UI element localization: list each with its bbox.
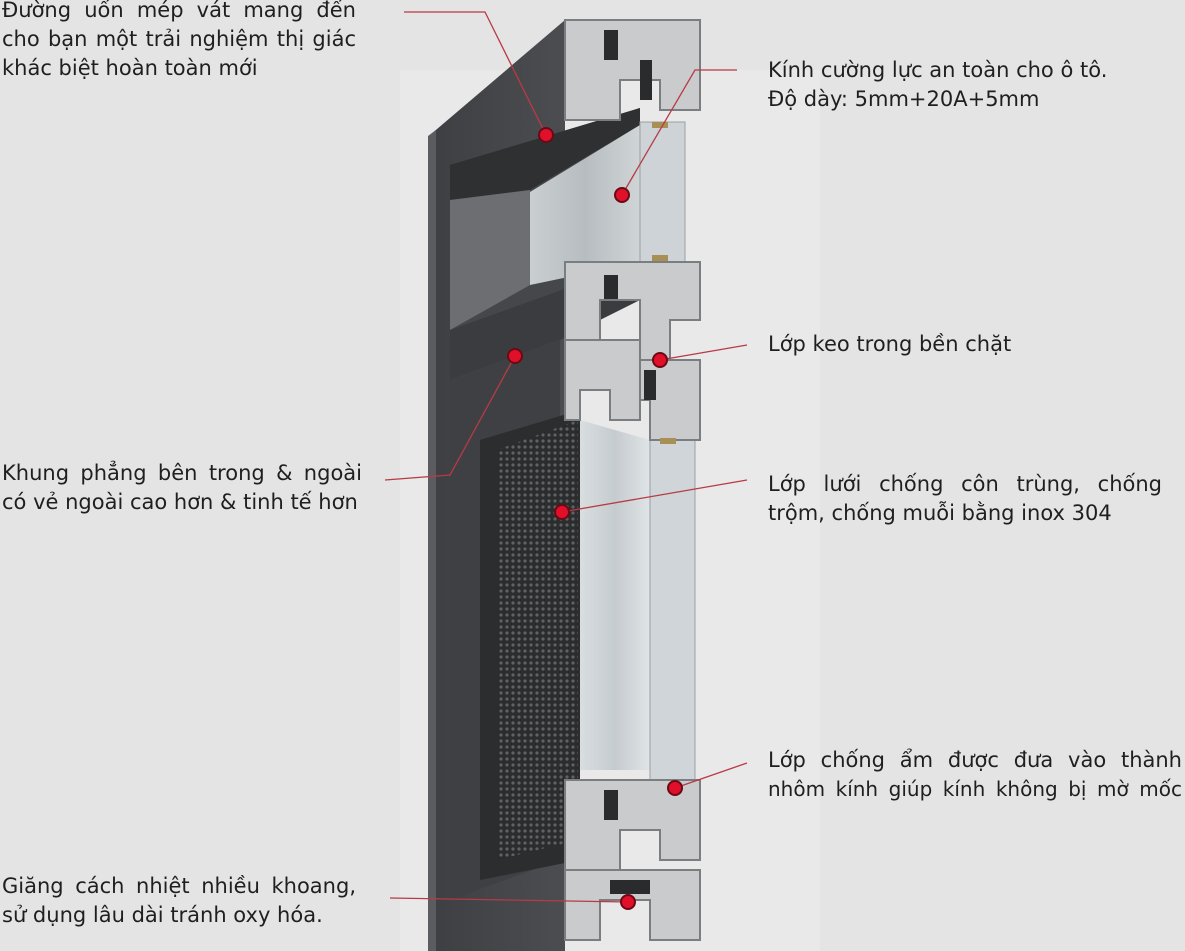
callout-mesh: Lớp lưới chống côn trùng, chống trộm, ch… (768, 470, 1162, 528)
insect-mesh (497, 420, 578, 860)
marker-moisture (667, 780, 683, 796)
callout-sealant-line-1: Lớp keo trong bền chặt (768, 332, 1012, 356)
leader-moisture (674, 762, 748, 789)
callout-edge-line-2: cho bạn một trải nghiệm thị giác (2, 27, 356, 51)
transom-glass (530, 125, 640, 285)
frame-edge (428, 130, 436, 951)
marker-glass (614, 187, 630, 203)
callout-moisture: Lớp chống ẩm được đưa vào thành nhôm kín… (768, 746, 1182, 804)
callout-glass-line-2: Độ dày: 5mm+20A+5mm (768, 87, 1040, 111)
transom-glass-pane (639, 121, 686, 268)
callout-edge-line-1: Đường uốn mép vát mang đến (2, 0, 356, 22)
callout-moisture-line-1: Lớp chống ẩm được đưa vào thành (768, 748, 1182, 772)
leader-sealant (659, 344, 748, 361)
callout-mesh-line-1: Lớp lưới chống côn trùng, chống (768, 472, 1162, 496)
callout-sealant: Lớp keo trong bền chặt (768, 330, 1011, 359)
leader-frame (384, 355, 516, 481)
callout-frame-line-2: có vẻ ngoài cao hơn & tinh tế hơn (2, 490, 358, 514)
callout-edge-line-3: khác biệt hoàn toàn mới (2, 56, 258, 80)
callout-mesh-line-2: trộm, chống muỗi bằng inox 304 (768, 501, 1112, 525)
transom-recess-inner (450, 190, 530, 330)
lower-glass-pane (649, 439, 696, 786)
marker-edge (538, 127, 554, 143)
leader-lines (384, 11, 748, 903)
markers (507, 127, 683, 910)
callout-frame-line-1: Khung phẳng bên trong & ngoài (2, 461, 362, 485)
callout-glass: Kính cường lực an toàn cho ô tô. Độ dày:… (768, 56, 1107, 114)
callout-glass-line-1: Kính cường lực an toàn cho ô tô. (768, 58, 1108, 82)
callout-thermal: Giăng cách nhiệt nhiều khoang, sử dụng l… (2, 872, 356, 930)
marker-sealant (652, 352, 668, 368)
callout-edge: Đường uốn mép vát mang đến cho bạn một t… (2, 0, 356, 83)
leader-edge (404, 11, 547, 136)
callout-thermal-line-1: Giăng cách nhiệt nhiều khoang, (2, 874, 356, 898)
callout-moisture-line-2: nhôm kính giúp kính không bị mờ mốc (768, 777, 1182, 801)
leader-mesh (561, 479, 748, 513)
transom-recess-top (450, 108, 640, 200)
glass-spacers (652, 122, 676, 444)
marker-frame (507, 348, 523, 364)
thermal-breaks (604, 30, 656, 894)
marker-thermal (620, 894, 636, 910)
callout-thermal-line-2: sử dụng lâu dài tránh oxy hóa. (2, 903, 323, 927)
leader-glass (621, 69, 737, 196)
callout-frame: Khung phẳng bên trong & ngoài có vẻ ngoà… (2, 459, 362, 517)
marker-mesh (554, 504, 570, 520)
leader-thermal (389, 897, 629, 903)
lower-glass (580, 420, 650, 770)
